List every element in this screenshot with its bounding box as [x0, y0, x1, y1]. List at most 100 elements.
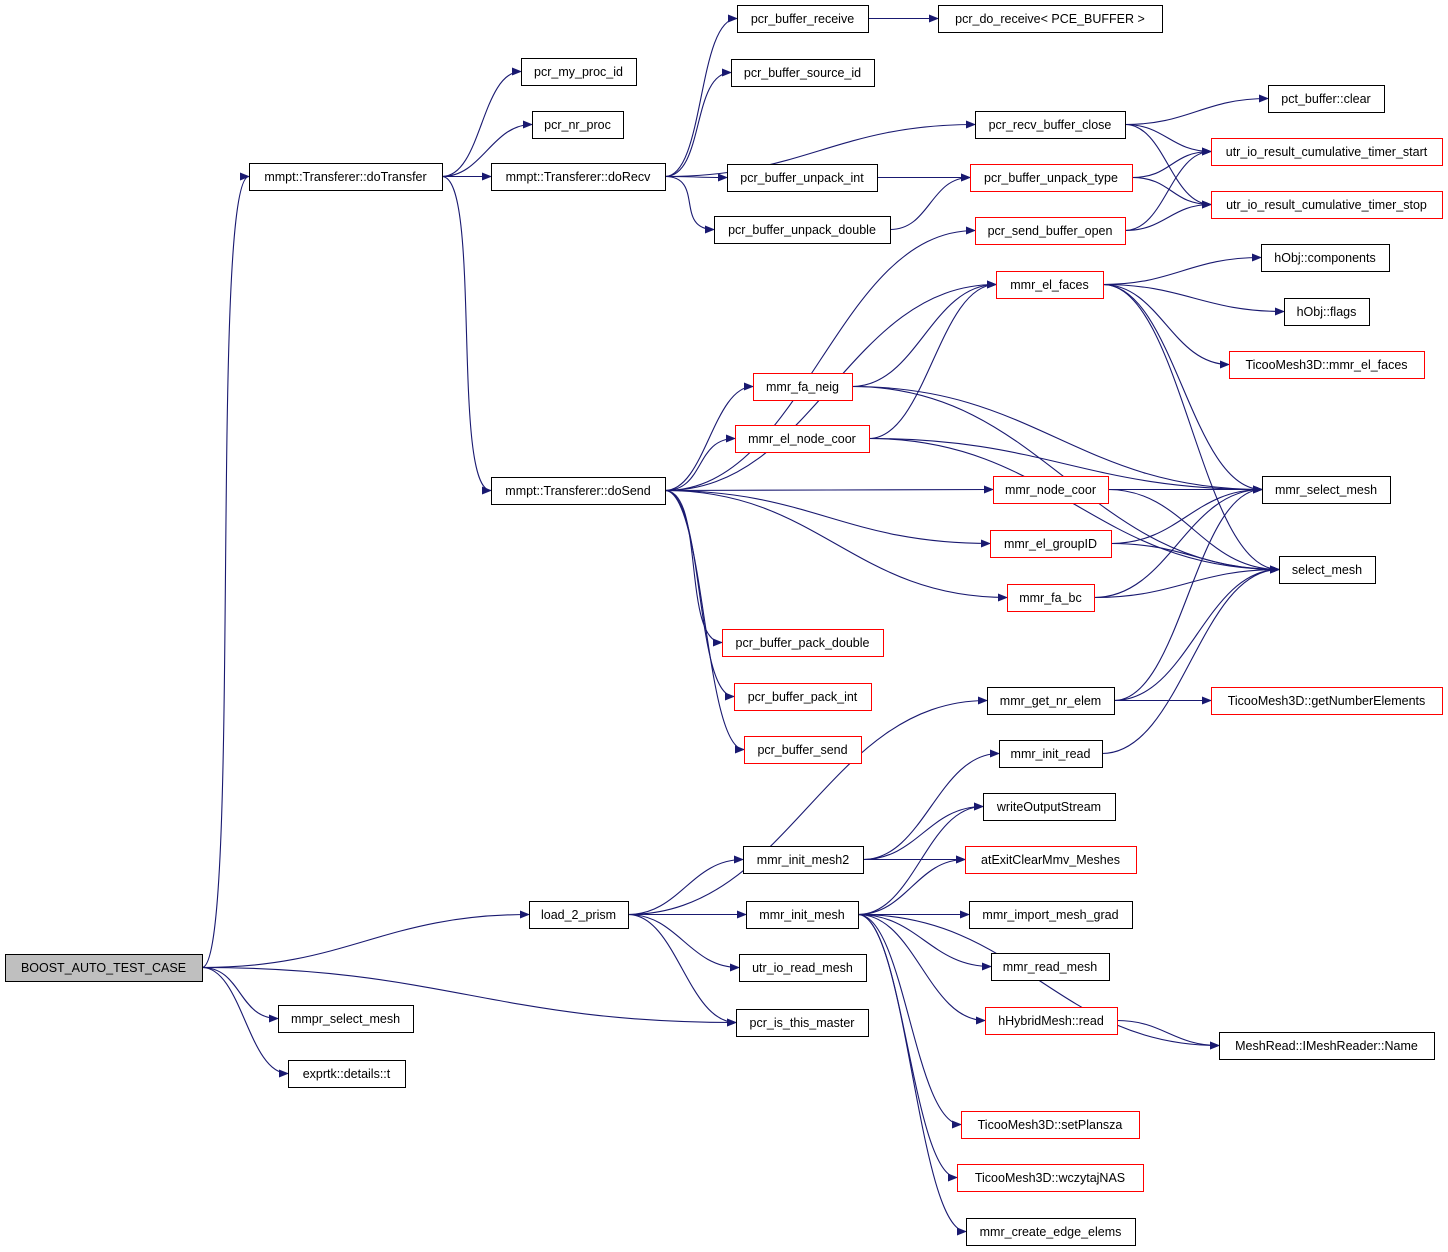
edge-el_faces-to-hobj_components	[1102, 253, 1262, 286]
edge-doSend-to-buffer_send	[664, 489, 745, 754]
node-utr-read-mesh[interactable]: utr_io_read_mesh	[739, 954, 867, 982]
node-init-mesh2[interactable]: mmr_init_mesh2	[743, 846, 864, 874]
node-mmr-select-mesh[interactable]: mmr_select_mesh	[1262, 476, 1391, 504]
node-setplansza[interactable]: TicooMesh3D::setPlansza	[961, 1111, 1140, 1139]
node-boost[interactable]: BOOST_AUTO_TEST_CASE	[5, 954, 203, 982]
edge-init_mesh-to-wczytaj	[857, 913, 958, 1182]
edge-doTransfer-to-doSend	[441, 175, 492, 495]
edge-el_groupID-to-select_mesh	[1110, 542, 1280, 574]
node-wczytaj[interactable]: TicooMesh3D::wczytajNAS	[957, 1164, 1144, 1192]
node-select-mesh[interactable]: select_mesh	[1279, 556, 1376, 584]
node-el-groupID[interactable]: mmr_el_groupID	[990, 530, 1112, 558]
node-label: mmr_get_nr_elem	[1000, 694, 1101, 708]
node-send-buffer-open[interactable]: pcr_send_buffer_open	[975, 217, 1126, 245]
node-buffer-send[interactable]: pcr_buffer_send	[744, 736, 862, 764]
node-atExit[interactable]: atExitClearMmv_Meshes	[965, 846, 1137, 874]
edge-el_groupID-to-mmr_select_mesh	[1110, 485, 1263, 545]
edge-get_nr_elem-to-mmr_select_mesh	[1113, 485, 1263, 702]
node-fa-neig[interactable]: mmr_fa_neig	[753, 373, 853, 401]
node-box	[961, 1111, 1140, 1139]
node-init-mesh[interactable]: mmr_init_mesh	[746, 901, 859, 929]
node-label: mmr_fa_neig	[766, 380, 839, 394]
node-import-grad[interactable]: mmr_import_mesh_grad	[969, 901, 1133, 929]
node-label: mmpt::Transferer::doRecv	[506, 170, 651, 184]
node-load-2-prism[interactable]: load_2_prism	[529, 901, 629, 929]
node-get-nr-elem[interactable]: mmr_get_nr_elem	[987, 687, 1115, 715]
node-hybrid-read[interactable]: hHybridMesh::read	[985, 1007, 1118, 1035]
node-do-receive[interactable]: pcr_do_receive< PCE_BUFFER >	[938, 5, 1163, 33]
node-hobj-components[interactable]: hObj::components	[1261, 244, 1390, 272]
node-doSend[interactable]: mmpt::Transferer::doSend	[491, 477, 666, 505]
node-pct-clear[interactable]: pct_buffer::clear	[1268, 85, 1385, 113]
node-label: MeshRead::IMeshReader::Name	[1235, 1039, 1418, 1053]
node-is-this-master[interactable]: pcr_is_this_master	[736, 1009, 869, 1037]
edge-boost-to-doTransfer	[201, 172, 250, 969]
edge-boost-to-is_this_master	[201, 966, 737, 1027]
node-doTransfer[interactable]: mmpt::Transferer::doTransfer	[249, 163, 443, 191]
node-ticoo-getnum[interactable]: TicooMesh3D::getNumberElements	[1211, 687, 1443, 715]
node-unpack-int[interactable]: pcr_buffer_unpack_int	[727, 164, 878, 192]
node-mmpr-select-mesh[interactable]: mmpr_select_mesh	[278, 1005, 414, 1033]
node-box	[722, 629, 884, 657]
node-box	[1219, 1032, 1435, 1060]
node-doRecv[interactable]: mmpt::Transferer::doRecv	[491, 163, 666, 191]
node-label: hObj::components	[1274, 251, 1375, 265]
node-pack-int[interactable]: pcr_buffer_pack_int	[734, 683, 872, 711]
node-fa-bc[interactable]: mmr_fa_bc	[1007, 584, 1095, 612]
node-label: atExitClearMmv_Meshes	[981, 853, 1120, 867]
edge-recv_buffer_close-to-timer_stop	[1124, 123, 1212, 209]
edge-unpack_type-to-timer_stop	[1131, 176, 1212, 209]
node-unpack-double[interactable]: pcr_buffer_unpack_double	[714, 216, 891, 244]
node-box	[966, 1218, 1136, 1246]
edge-doRecv-to-unpack_int	[664, 173, 728, 182]
node-exprtk-t[interactable]: exprtk::details::t	[288, 1060, 406, 1088]
node-label: TicooMesh3D::mmr_el_faces	[1245, 358, 1407, 372]
node-box	[734, 683, 872, 711]
edge-init_mesh-to-hybrid_read	[857, 913, 986, 1025]
node-label: select_mesh	[1292, 563, 1362, 577]
node-box	[731, 59, 875, 87]
node-el-faces[interactable]: mmr_el_faces	[996, 271, 1104, 299]
node-pack-double[interactable]: pcr_buffer_pack_double	[722, 629, 884, 657]
node-read-mesh[interactable]: mmr_read_mesh	[991, 953, 1110, 981]
node-recv-buffer-close[interactable]: pcr_recv_buffer_close	[975, 111, 1126, 139]
node-timer-stop[interactable]: utr_io_result_cumulative_timer_stop	[1211, 191, 1443, 219]
edge-doRecv-to-unpack_double	[664, 175, 715, 234]
node-label: pcr_buffer_receive	[751, 12, 854, 26]
node-hobj-flags[interactable]: hObj::flags	[1284, 298, 1370, 326]
node-buffer-receive[interactable]: pcr_buffer_receive	[737, 5, 869, 33]
edge-send_buffer_open-to-timer_start	[1124, 147, 1212, 232]
edge-doSend-to-pack_double	[664, 489, 723, 647]
node-box	[938, 5, 1163, 33]
edge-doSend-to-pack_int	[664, 489, 735, 701]
node-writeOutput[interactable]: writeOutputStream	[983, 793, 1116, 821]
node-label: pcr_send_buffer_open	[988, 224, 1113, 238]
node-box	[1279, 556, 1376, 584]
node-ticoo-el-faces[interactable]: TicooMesh3D::mmr_el_faces	[1229, 351, 1425, 379]
node-box	[1261, 244, 1390, 272]
node-el-node-coor[interactable]: mmr_el_node_coor	[735, 425, 870, 453]
node-my-proc-id[interactable]: pcr_my_proc_id	[521, 58, 637, 86]
node-node-coor[interactable]: mmr_node_coor	[993, 476, 1109, 504]
node-label: hObj::flags	[1297, 305, 1357, 319]
node-box	[987, 687, 1115, 715]
node-label: pcr_buffer_source_id	[744, 66, 861, 80]
node-label: pct_buffer::clear	[1281, 92, 1370, 106]
node-init-read[interactable]: mmr_init_read	[999, 740, 1103, 768]
node-imesh-name[interactable]: MeshRead::IMeshReader::Name	[1219, 1032, 1435, 1060]
node-buffer-source-id[interactable]: pcr_buffer_source_id	[731, 59, 875, 87]
node-box	[993, 476, 1109, 504]
node-nr-proc[interactable]: pcr_nr_proc	[532, 111, 624, 139]
edge-fa_neig-to-mmr_select_mesh	[851, 385, 1263, 494]
node-timer-start[interactable]: utr_io_result_cumulative_timer_start	[1211, 138, 1443, 166]
edge-el_faces-to-ticoo_el_faces	[1102, 283, 1230, 369]
node-edge-elems[interactable]: mmr_create_edge_elems	[966, 1218, 1136, 1246]
node-label: mmr_el_groupID	[1004, 537, 1097, 551]
node-box	[743, 846, 864, 874]
edge-doSend-to-send_buffer_open	[664, 226, 976, 492]
edge-send_buffer_open-to-timer_stop	[1124, 200, 1212, 232]
node-box	[288, 1060, 406, 1088]
node-unpack-type[interactable]: pcr_buffer_unpack_type	[970, 164, 1133, 192]
node-label: pcr_buffer_unpack_int	[740, 171, 864, 185]
